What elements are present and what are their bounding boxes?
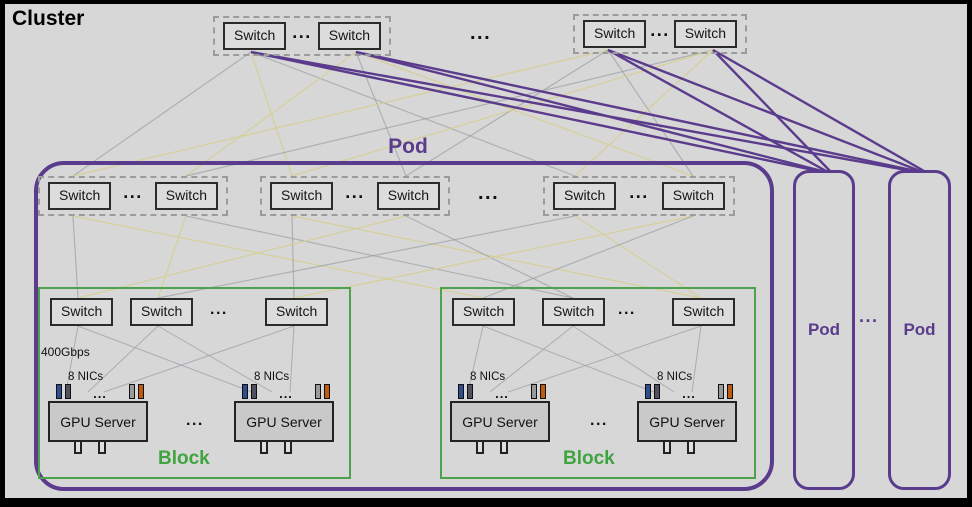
ellipsis: ... xyxy=(629,181,649,202)
nic-row: ... xyxy=(242,383,330,401)
gpu-server-unit: 8 NICs ... GPU Server xyxy=(450,371,554,454)
ellipsis: ... xyxy=(279,386,293,401)
ellipsis: ... xyxy=(682,386,696,401)
leaf-switch: Switch xyxy=(661,182,725,210)
block-switch: Switch xyxy=(452,298,516,326)
nic-dark-icon xyxy=(251,384,257,399)
server-legs xyxy=(663,442,741,454)
ellipsis: ... xyxy=(650,19,670,40)
block-switch: Switch xyxy=(50,298,114,326)
block-outline-2 xyxy=(440,287,756,479)
server-leg xyxy=(98,442,106,454)
pod-outline-2: Pod xyxy=(793,170,855,490)
spine-switch: Switch xyxy=(223,22,287,50)
ellipsis: ... xyxy=(495,386,509,401)
server-leg xyxy=(687,442,695,454)
spine-switch: Switch xyxy=(673,20,737,48)
nic-gray-icon xyxy=(531,384,537,399)
leaf-switch: Switch xyxy=(376,182,440,210)
spine-switch-group-left: Switch ... Switch xyxy=(213,16,391,56)
nic-orange-icon xyxy=(324,384,330,399)
ellipsis: ... xyxy=(859,306,879,326)
nic-row: ... xyxy=(645,383,733,401)
ellipsis: ... xyxy=(590,412,608,429)
gpu-server-box: GPU Server xyxy=(450,401,550,442)
leaf-to-block-wires xyxy=(72,215,702,299)
nic-blue-icon xyxy=(458,384,464,399)
nic-gray-icon xyxy=(315,384,321,399)
pod-outline-3: Pod xyxy=(888,170,951,490)
block-switch: Switch xyxy=(265,298,329,326)
block-switch: Switch xyxy=(542,298,606,326)
spine-to-leaf-wires xyxy=(72,49,714,177)
gpu-server-box: GPU Server xyxy=(637,401,737,442)
nic-dark-icon xyxy=(65,384,71,399)
ellipsis: ... xyxy=(345,181,365,202)
server-leg xyxy=(476,442,484,454)
nics-count-label: 8 NICs xyxy=(68,371,104,383)
nics-count-label: 8 NICs xyxy=(470,371,506,383)
ellipsis: ... xyxy=(478,182,500,204)
server-legs xyxy=(260,442,338,454)
spine-switch: Switch xyxy=(317,22,381,50)
pod-outline xyxy=(34,161,774,491)
server-leg xyxy=(74,442,82,454)
nic-dark-icon xyxy=(467,384,473,399)
block-to-server-wires xyxy=(65,325,702,393)
ellipsis: ... xyxy=(123,181,143,202)
nics-count-label: 8 NICs xyxy=(657,371,693,383)
leaf-switch-group-1: Switch ... Switch xyxy=(38,176,228,216)
spine-switch: Switch xyxy=(583,20,647,48)
ellipsis: ... xyxy=(93,386,107,401)
bandwidth-label: 400Gbps xyxy=(41,345,90,359)
nic-orange-icon xyxy=(138,384,144,399)
gpu-server-box: GPU Server xyxy=(48,401,148,442)
server-leg xyxy=(500,442,508,454)
nic-gray-icon xyxy=(718,384,724,399)
gpu-server-box: GPU Server xyxy=(234,401,334,442)
nic-orange-icon xyxy=(540,384,546,399)
pod-label: Pod xyxy=(388,135,428,158)
nic-orange-icon xyxy=(727,384,733,399)
pod-label: Pod xyxy=(903,320,936,339)
block-switch: Switch xyxy=(672,298,736,326)
nic-blue-icon xyxy=(56,384,62,399)
server-leg xyxy=(663,442,671,454)
block-label: Block xyxy=(563,448,615,469)
leaf-switch: Switch xyxy=(553,182,617,210)
ellipsis: ... xyxy=(470,22,492,44)
spine-to-pod-wires xyxy=(250,48,925,173)
nic-blue-icon xyxy=(645,384,651,399)
nics-count-label: 8 NICs xyxy=(254,371,290,383)
nic-dark-icon xyxy=(654,384,660,399)
ellipsis: ... xyxy=(292,21,312,42)
nic-blue-icon xyxy=(242,384,248,399)
ellipsis: ... xyxy=(210,301,228,318)
cluster-title: Cluster xyxy=(12,7,85,30)
block-label: Block xyxy=(158,448,210,469)
spine-switch-group-right: Switch ... Switch xyxy=(573,14,747,54)
server-legs xyxy=(476,442,554,454)
leaf-switch: Switch xyxy=(270,182,334,210)
gpu-server-unit: 8 NICs ... GPU Server xyxy=(234,371,338,454)
server-legs xyxy=(74,442,152,454)
block-switch: Switch xyxy=(130,298,194,326)
server-leg xyxy=(284,442,292,454)
block-outline-1 xyxy=(38,287,351,479)
gpu-server-unit: 8 NICs ... GPU Server xyxy=(637,371,741,454)
nic-gray-icon xyxy=(129,384,135,399)
leaf-switch: Switch xyxy=(48,182,112,210)
leaf-switch: Switch xyxy=(154,182,218,210)
leaf-switch-group-2: Switch ... Switch xyxy=(260,176,450,216)
nic-row: ... xyxy=(458,383,546,401)
leaf-switch-group-3: Switch ... Switch xyxy=(543,176,735,216)
ellipsis: ... xyxy=(618,301,636,318)
server-leg xyxy=(260,442,268,454)
gpu-server-unit: 8 NICs ... GPU Server xyxy=(48,371,152,454)
ellipsis: ... xyxy=(186,412,204,429)
nic-row: ... xyxy=(56,383,144,401)
pod-label: Pod xyxy=(807,320,841,339)
